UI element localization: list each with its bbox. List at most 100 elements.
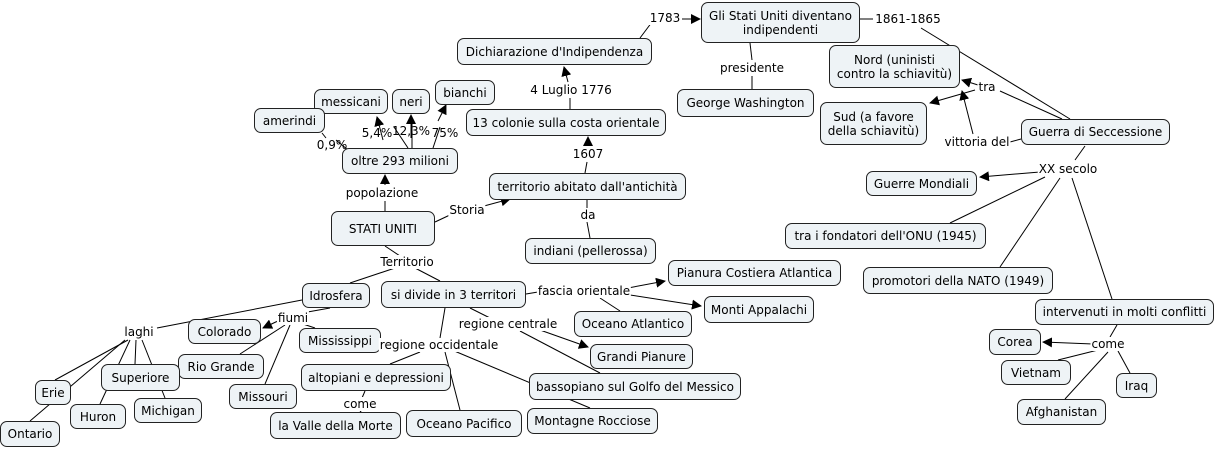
connector-line <box>389 351 421 365</box>
link-label-12-3: 12,3% <box>391 124 431 138</box>
link-label-territorio: Territorio <box>379 255 435 269</box>
node-afghanistan[interactable]: Afghanistan <box>1017 399 1106 425</box>
node-ontario[interactable]: Ontario <box>0 421 60 447</box>
link-label-centrale: regione centrale <box>457 317 559 331</box>
connector-line <box>599 297 621 312</box>
link-label-popolazione: popolazione <box>344 186 420 200</box>
connector-line <box>239 324 286 355</box>
node-missouri[interactable]: Missouri <box>229 384 297 409</box>
node-appalachi[interactable]: Monti Appalachi <box>704 296 814 323</box>
connector-line <box>393 126 409 149</box>
link-label-75: 75% <box>431 126 459 140</box>
node-indipendenti[interactable]: Gli Stati Uniti diventano indipendenti <box>701 2 860 43</box>
connector-line <box>929 89 976 106</box>
connector-line <box>361 390 366 399</box>
node-corea[interactable]: Corea <box>989 329 1041 355</box>
node-pianura[interactable]: Pianura Costiera Atlantica <box>668 260 841 286</box>
node-dichiarazione[interactable]: Dichiarazione d'Indipendenza <box>457 38 652 65</box>
link-label-1783: 1783 <box>648 11 682 25</box>
link-label-laghi: laghi <box>123 325 155 339</box>
node-territorio-abitato[interactable]: territorio abitato dall'antichità <box>489 173 686 200</box>
connector-line <box>374 116 385 141</box>
node-vietnam[interactable]: Vietnam <box>1001 360 1071 385</box>
node-iraq[interactable]: Iraq <box>1116 373 1157 398</box>
link-label-come: come <box>342 397 378 411</box>
connector-line <box>999 90 1063 120</box>
link-label-xx-secolo: XX secolo <box>1037 162 1099 176</box>
node-mondiali[interactable]: Guerre Mondiali <box>866 171 977 196</box>
node-nord[interactable]: Nord (uninisti contro la schiavitù) <box>829 45 960 88</box>
node-sud[interactable]: Sud (a favore della schiavitù) <box>820 102 927 145</box>
node-valle[interactable]: la Valle della Morte <box>270 412 401 439</box>
connector-line <box>439 307 446 339</box>
node-neri[interactable]: neri <box>392 89 430 114</box>
node-idrosfera[interactable]: Idrosfera <box>302 283 370 308</box>
connector-line <box>959 90 974 135</box>
node-altopiani[interactable]: altopiani e depressioni <box>301 364 451 391</box>
node-indiani[interactable]: indiani (pellerossa) <box>525 238 656 264</box>
node-huron[interactable]: Huron <box>70 404 126 429</box>
node-colonie[interactable]: 13 colonie sulla costa orientale <box>466 109 666 136</box>
link-label-fiumi: fiumi <box>276 311 310 325</box>
connector-line <box>961 77 979 88</box>
connector-line <box>1117 350 1131 374</box>
link-label-come: come <box>1090 337 1126 351</box>
link-label-da: da <box>579 208 597 222</box>
node-onu[interactable]: tra i fondatori dell'ONU (1945) <box>785 223 986 249</box>
link-label-tra: tra <box>977 80 997 94</box>
connector-line <box>525 291 539 295</box>
connector-line <box>999 177 1061 268</box>
node-rio-grande[interactable]: Rio Grande <box>178 354 264 379</box>
connector-line <box>920 27 1071 120</box>
connector-line <box>264 324 291 385</box>
node-colorado[interactable]: Colorado <box>188 319 261 344</box>
node-mississippi[interactable]: Mississippi <box>299 328 381 353</box>
connector-line <box>627 277 666 289</box>
connector-line <box>539 329 589 349</box>
link-label-1607: 1607 <box>571 147 605 161</box>
link-label-1861: 1861-1865 <box>874 12 942 26</box>
connector-line <box>584 161 588 174</box>
connector-line <box>749 42 753 61</box>
node-washington[interactable]: George Washington <box>677 89 814 117</box>
node-rocciose[interactable]: Montagne Rocciose <box>527 408 658 434</box>
connector-line <box>561 66 572 83</box>
node-amerindi[interactable]: amerindi <box>254 108 325 133</box>
node-popolazione[interactable]: oltre 293 milioni <box>342 148 458 174</box>
connector-line <box>321 132 327 139</box>
link-label-storia: Storia <box>448 203 486 217</box>
connector-line <box>349 267 396 284</box>
node-erie[interactable]: Erie <box>35 380 71 405</box>
node-nato[interactable]: promotori della NATO (1949) <box>863 267 1053 294</box>
link-label-occidentale: regione occidentale <box>378 338 500 352</box>
link-label-5-4: 5,4% <box>361 126 393 140</box>
connector-line <box>432 126 441 149</box>
node-superiore[interactable]: Superiore <box>101 364 180 391</box>
connector-line <box>29 339 126 422</box>
node-messicani[interactable]: messicani <box>314 89 388 114</box>
node-atlantico[interactable]: Oceano Atlantico <box>574 311 692 337</box>
node-pacifico[interactable]: Oceano Pacifico <box>406 410 522 437</box>
node-bianchi[interactable]: bianchi <box>435 80 495 105</box>
node-secessione[interactable]: Guerra di Seccessione <box>1021 119 1170 145</box>
connector-line <box>949 176 1046 224</box>
connector-line <box>483 196 511 207</box>
node-grandi-pianure[interactable]: Grandi Pianure <box>590 344 693 369</box>
connector-line <box>54 339 129 381</box>
node-divide[interactable]: si divide in 3 territori <box>381 281 526 308</box>
connector-line <box>134 339 137 365</box>
link-label-vittoria: vittoria del <box>943 135 1011 149</box>
connector-line <box>414 267 441 282</box>
connector-line <box>979 171 1041 182</box>
node-bassopiano[interactable]: bassopiano sul Golfo del Messico <box>529 373 741 400</box>
connector-line <box>444 351 461 411</box>
link-label-luglio: 4 Luglio 1776 <box>529 83 613 97</box>
node-michigan[interactable]: Michigan <box>134 398 202 423</box>
connector-line <box>1042 337 1094 348</box>
connector-line <box>586 221 591 239</box>
node-conflitti[interactable]: intervenuti in molti conflitti <box>1035 299 1214 325</box>
node-stati-uniti[interactable]: STATI UNITI <box>331 211 435 246</box>
connector-line <box>437 104 447 122</box>
connector-line <box>1071 177 1113 300</box>
